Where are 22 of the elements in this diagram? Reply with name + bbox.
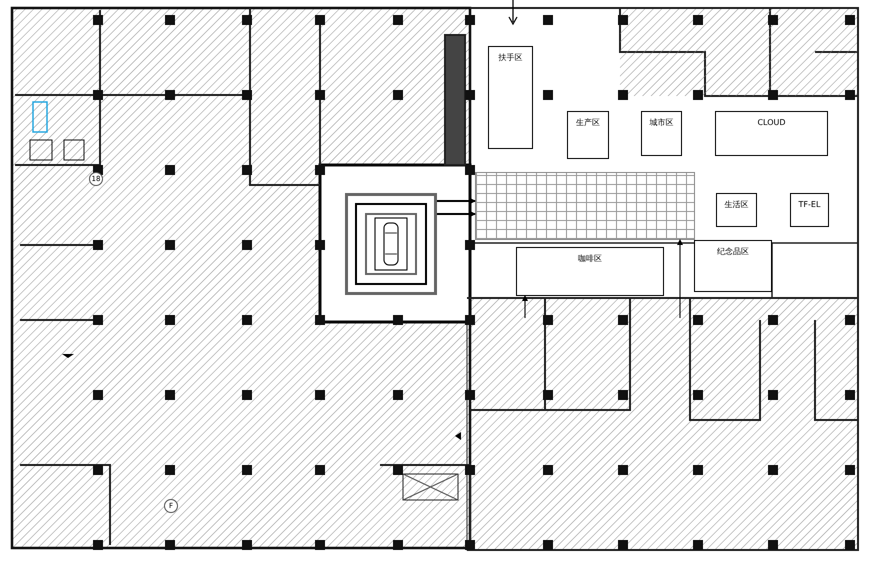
zone-box (641, 111, 682, 156)
arrow (437, 211, 476, 217)
zone-label: 生产区 (576, 118, 600, 128)
zone-box (516, 247, 664, 296)
zone-label: 纪念品区 (717, 247, 749, 257)
zone-box (716, 193, 757, 227)
zone-label: 生活区 (724, 200, 748, 210)
zone-label: 咖啡区 (578, 254, 602, 264)
car-display-drawing (345, 193, 437, 295)
arrow (522, 295, 528, 318)
zone-label: CLOUD (757, 118, 786, 128)
tile-grid-area (475, 172, 695, 240)
zone-box (567, 111, 609, 159)
zone-label: 扶手区 (498, 53, 522, 63)
zone-box (715, 111, 828, 156)
zone-box (790, 193, 829, 227)
zone-label: 城市区 (650, 118, 674, 128)
arrow (437, 198, 476, 204)
zone-box (694, 240, 772, 292)
arrow (677, 239, 683, 318)
zone-label: TF-EL (798, 200, 820, 210)
zone-box (488, 46, 533, 149)
